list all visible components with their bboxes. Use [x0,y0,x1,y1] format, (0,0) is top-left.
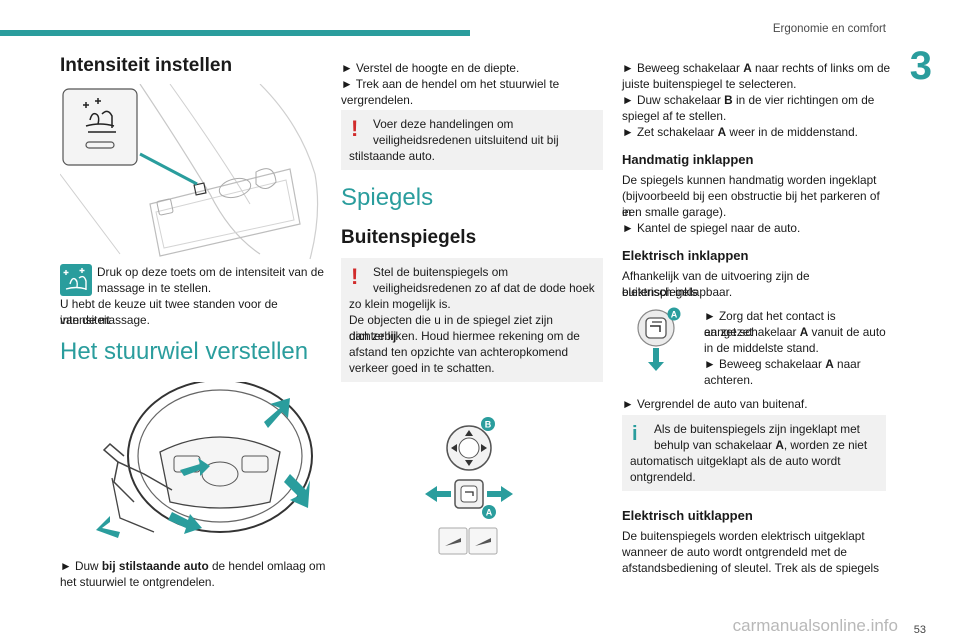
warning-2-line1: Stel de buitenspiegels om [373,265,509,279]
info-line3: automatisch uitgeklapt als de auto wordt [630,454,841,468]
steering-wheel-illustration [96,382,313,538]
heading-electric-fold: Elektrisch inklappen [622,248,749,263]
heading-mirrors: Spiegels [341,184,434,211]
warning-2-line5: dan ze lijken. Houd hiermee rekening om … [349,329,580,343]
mirror-step-1: ► Beweeg schakelaar A naar rechts of lin… [622,61,891,75]
info-line4: ontgrendeld. [630,470,696,484]
steering-step-3-line2: vergrendelen. [341,93,414,107]
electric-fold-line2: elektrisch inklapbaar. [622,285,733,299]
warning-notice-mirrors: ! Stel de buitenspiegels om veiligheidsr… [341,258,603,382]
steering-step-1-line2: het stuurwiel te ontgrendelen. [60,575,215,589]
warning-exclamation-icon: ! [351,264,359,289]
mirror-step-1-line2: juiste buitenspiegel te selecteren. [622,77,797,91]
massage-text-line2: massage in te stellen. [97,281,212,295]
electric-fold-step-2: en zet schakelaar A vanuit de auto [704,325,886,339]
electric-fold-line1: Afhankelijk van de uitvoering zijn de bu… [622,269,810,299]
manual-fold-step: ► Kantel de spiegel naar de auto. [622,221,801,235]
manual-fold-line1: De spiegels kunnen handmatig worden inge… [622,173,877,187]
electric-unfold-line1: De buitenspiegels worden elektrisch uitg… [622,529,865,543]
switch-a-label: A [486,508,493,518]
mirror-switch-illustration: B A [425,417,513,555]
electric-fold-lock: ► Vergrendel de auto van buitenaf. [622,397,808,411]
warning-1-line2: veiligheidsredenen uitsluitend uit bij [373,133,559,147]
heading-exterior-mirrors: Buitenspiegels [341,227,477,248]
electric-unfold-line3: afstandsbediening of sleutel. Trek als d… [622,561,880,575]
switch-a-label: A [671,310,678,320]
info-line1: Als de buitenspiegels zijn ingeklapt met [654,422,860,436]
info-notice-fold: i Als de buitenspiegels zijn ingeklapt m… [622,415,886,491]
manual-fold-line2: (bijvoorbeeld bij een obstructie bij het… [622,189,880,219]
electric-fold-step-4: ► Beweeg schakelaar A naar [704,357,861,371]
warning-2-line6: afstand ten opzichte van achteropkomend [349,345,569,359]
watermark: carmanualsonline.info [732,616,898,635]
warning-1-line3: stilstaande auto. [349,149,435,163]
seat-controls-illustration [60,84,319,260]
steering-step-2: ► Verstel de hoogte en de diepte. [341,61,520,75]
heading-intensity: Intensiteit instellen [60,55,233,76]
steering-step-3: ► Trek aan de hendel om het stuurwiel te [341,77,560,91]
info-line2: behulp van schakelaar A, worden ze niet [654,438,868,452]
warning-2-line3: zo klein mogelijk is. [349,297,451,311]
warning-2-line2: veiligheidsredenen zo af dat de dode hoe… [373,281,595,295]
massage-intensity-icon [60,264,92,296]
electric-fold-step-5: achteren. [704,373,754,387]
manual-fold-line3: een smalle garage). [622,205,727,219]
steering-step-1: ► Duw bij stilstaande auto de hendel oml… [60,559,326,573]
info-icon: i [632,423,638,445]
warning-2-line7: verkeer goed in te schatten. [349,361,495,375]
mirror-step-2-line2: spiegel af te stellen. [622,109,727,123]
heading-electric-unfold: Elektrisch uitklappen [622,508,753,523]
heading-manual-fold: Handmatig inklappen [622,152,754,167]
page-number: 53 [913,624,926,636]
heading-steering-wheel: Het stuurwiel verstellen [60,338,309,365]
electric-fold-step-3: in de middelste stand. [704,341,819,355]
chapter-number: 3 [909,44,932,88]
warning-1-line1: Voer deze handelingen om [373,117,514,131]
switch-b-label: B [485,420,492,430]
section-title: Ergonomie en comfort [772,23,886,35]
fold-switch-illustration: A [637,307,681,371]
massage-text-line4: van de massage. [60,313,150,327]
warning-notice-steering: ! Voer deze handelingen om veiligheidsre… [341,110,603,170]
mirror-step-3: ► Zet schakelaar A weer in de middenstan… [622,125,858,139]
header-accent-bar [0,30,470,36]
warning-2-line4: De objecten die u in de spiegel ziet zij… [349,313,553,343]
mirror-step-2: ► Duw schakelaar B in de vier richtingen… [622,93,875,107]
electric-fold-step-1: ► Zorg dat het contact is aangezet [704,309,836,339]
warning-exclamation-icon: ! [351,116,359,141]
massage-text-line3: U hebt de keuze uit twee standen voor de… [60,297,278,327]
electric-unfold-line2: wanneer de auto wordt ontgrendeld met de [622,545,847,559]
massage-text-line1: Druk op deze toets om de intensiteit van… [97,265,324,279]
